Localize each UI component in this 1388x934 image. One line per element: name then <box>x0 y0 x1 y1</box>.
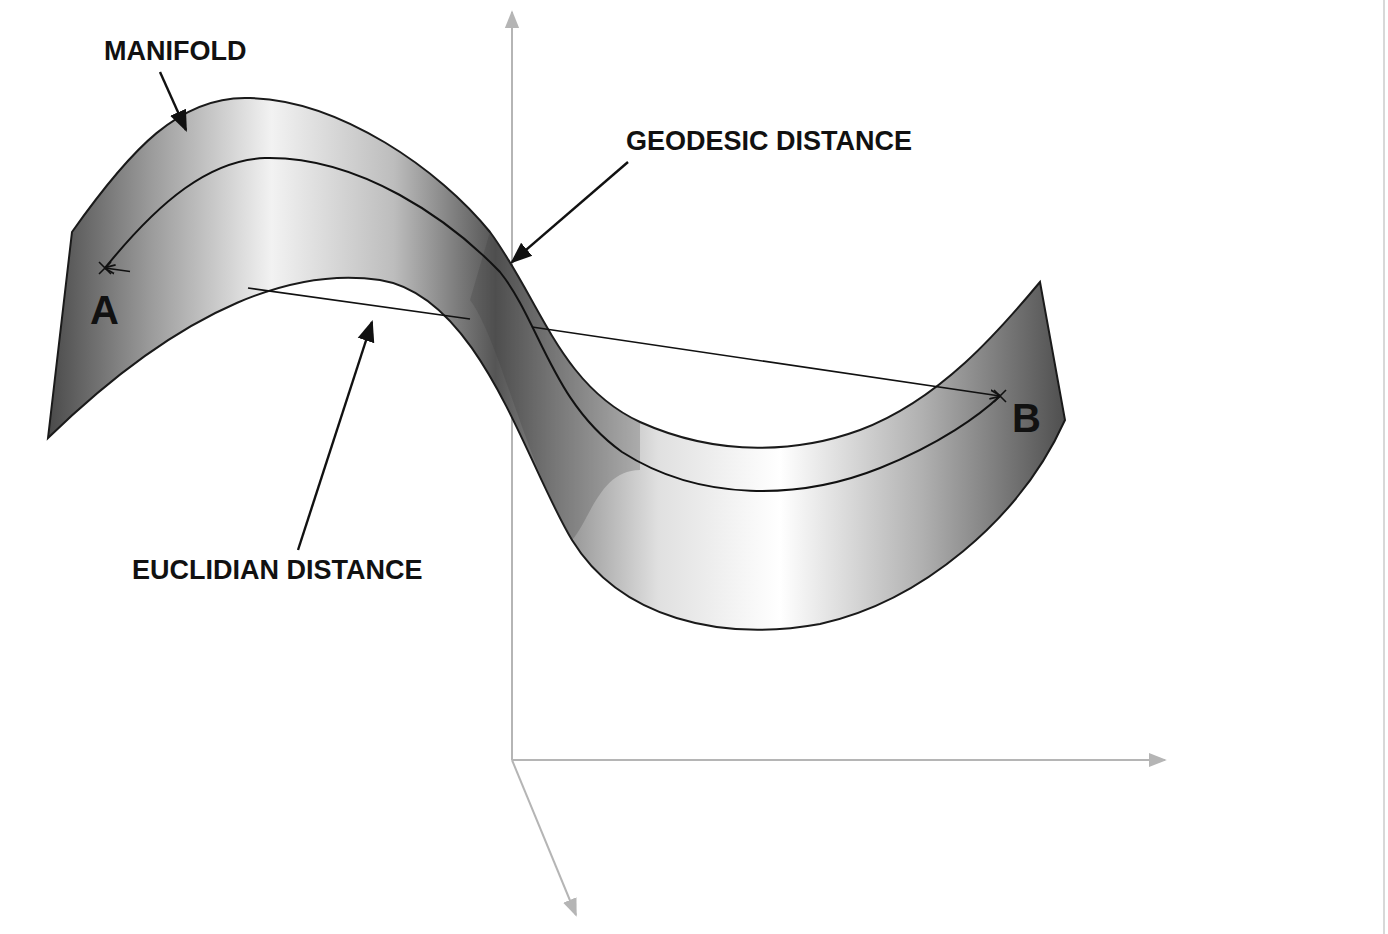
fold-shade <box>470 232 640 540</box>
point-label: A <box>90 290 119 330</box>
panel-edge <box>1383 0 1385 934</box>
manifold-surface <box>48 98 1065 630</box>
euclidean-label: EUCLIDIAN DISTANCE <box>132 557 423 584</box>
euclidean-leader <box>298 322 372 550</box>
manifold-label: MANIFOLD <box>104 38 246 65</box>
geodesic-label: GEODESIC DISTANCE <box>626 128 912 155</box>
euclidean-line <box>105 268 1000 396</box>
leader-lines <box>160 72 628 550</box>
x-axis <box>512 759 1165 761</box>
y-axis <box>512 760 576 915</box>
geodesic-leader <box>512 162 628 262</box>
manifold-leader <box>160 72 186 130</box>
endpoint-marks <box>99 262 1006 402</box>
geodesic-curve <box>105 158 1000 491</box>
point-label: B <box>1012 398 1041 438</box>
